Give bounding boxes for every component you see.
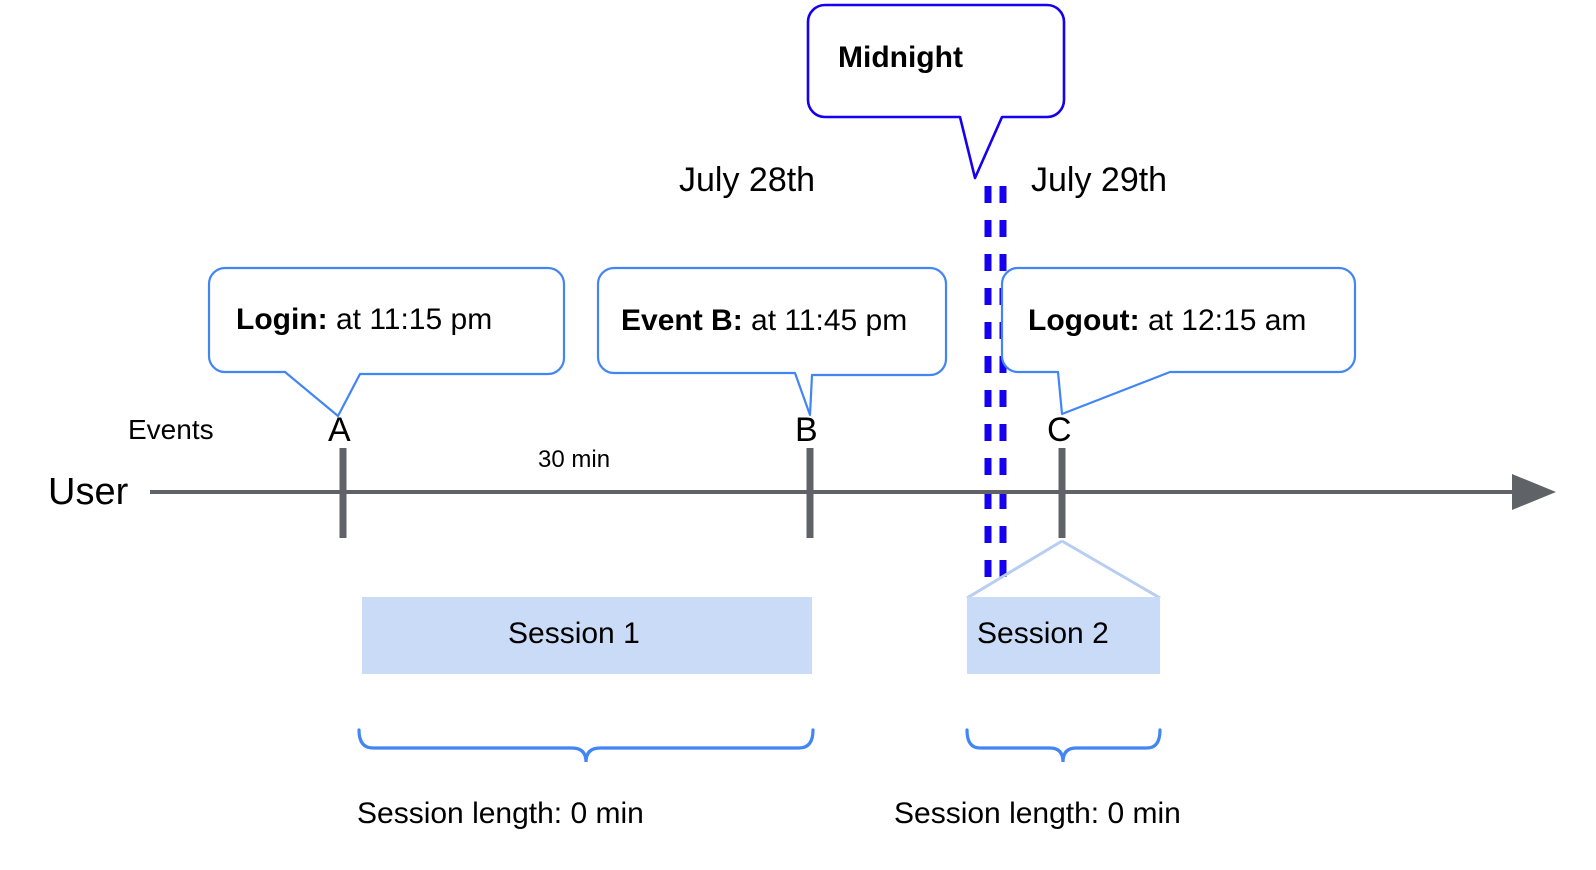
login-callout-bold: Login:: [236, 303, 328, 336]
session-2-label: Session 2: [977, 617, 1109, 650]
tick-letter-c: C: [1047, 411, 1072, 449]
session-1-brace: [357, 728, 815, 763]
logout-callout-bold: Logout:: [1028, 304, 1140, 337]
session-2-brace: [965, 728, 1162, 763]
midnight-label: Midnight: [838, 41, 963, 74]
tick-letter-b: B: [795, 411, 818, 449]
midnight-dashed-lines: [984, 186, 1007, 592]
session-2-box: [967, 597, 1160, 674]
tick-letter-a: A: [328, 411, 351, 449]
login-callout-shape: [207, 266, 566, 418]
eventb-callout-shape: [596, 266, 948, 417]
logout-callout-rest: at 12:15 am: [1139, 304, 1307, 337]
user-row-label: User: [48, 471, 129, 513]
date-label-july-28: July 28th: [679, 161, 816, 199]
events-row-label: Events: [128, 414, 214, 445]
duration-label-30min: 30 min: [538, 446, 611, 473]
eventb-callout-rest: at 11:45 pm: [742, 304, 908, 337]
timeline-axis: [150, 474, 1556, 510]
logout-callout-text: Logout: at 12:15 am: [1028, 306, 1306, 336]
session-1-length-label: Session length: 0 min: [357, 797, 644, 830]
session-2-length-label: Session length: 0 min: [894, 797, 1181, 830]
session-1-box: [362, 597, 812, 674]
logout-callout-shape: [1000, 266, 1357, 416]
session-1-label: Session 1: [508, 617, 640, 650]
login-callout-text: Login: at 11:15 pm: [236, 305, 492, 335]
midnight-callout-shape: [806, 3, 1066, 180]
eventb-callout-text: Event B: at 11:45 pm: [621, 306, 907, 336]
eventb-callout-bold: Event B:: [621, 304, 743, 337]
date-label-july-29: July 29th: [1031, 161, 1168, 199]
login-callout-rest: at 11:15 pm: [327, 303, 493, 336]
session2-connector-lines: [966, 539, 1161, 600]
